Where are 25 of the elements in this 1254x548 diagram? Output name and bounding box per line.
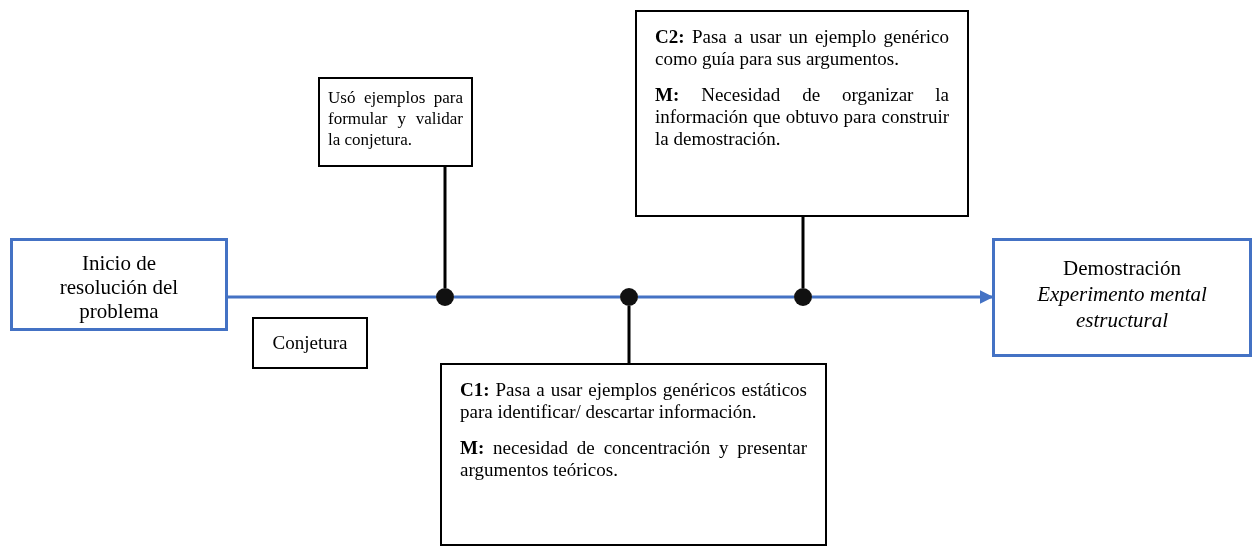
connector-line: [443, 167, 447, 288]
box-text: Conjetura: [271, 332, 349, 354]
text-box: [318, 77, 473, 167]
junction-dot: [794, 288, 812, 306]
text-box: [440, 363, 827, 546]
connector-line: [801, 217, 805, 288]
paragraph: M: necesidad de concentración y presentar argumentos teóricos.: [460, 437, 807, 481]
connector-line: [228, 295, 436, 299]
paragraph: C1: Pasa a usar ejemplos genéricos estáticos para identificar/ descartar información.: [460, 379, 807, 423]
connector-line: [638, 295, 794, 299]
connector-line: [627, 306, 631, 363]
paragraph: Experimento mental estructural: [1036, 281, 1208, 333]
text-box: [252, 317, 368, 369]
paragraph: Demostración: [1062, 255, 1182, 281]
junction-dot: [620, 288, 638, 306]
paragraph: C2: Pasa a usar un ejemplo genérico como guía para sus argumentos.: [655, 26, 949, 70]
box-text: Usó ejemplos para formular y validar la conjetura.: [328, 87, 463, 150]
text-box: [635, 10, 969, 217]
junction-dot: [436, 288, 454, 306]
connector-line: [454, 295, 620, 299]
box-text: Inicio de resolución del problema: [58, 251, 180, 323]
stage-box: [10, 238, 228, 331]
paragraph: M: Necesidad de organizar la información que obtuvo para construir la demostración.: [655, 84, 949, 150]
stage-box: [992, 238, 1252, 357]
arrow: [812, 290, 994, 304]
